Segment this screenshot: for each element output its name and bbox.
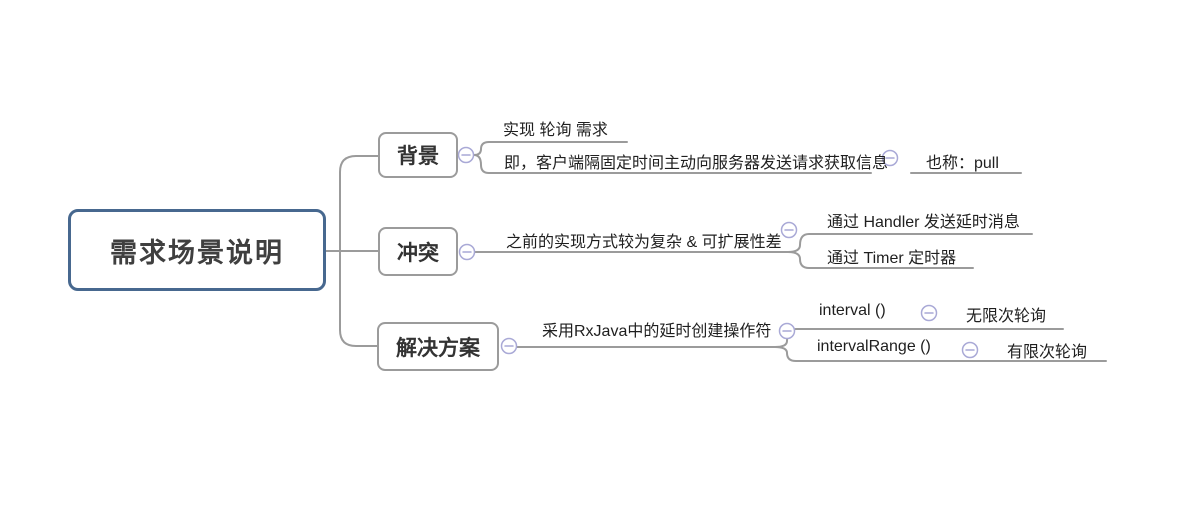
subtopic-limited-polling[interactable]: 有限次轮询 bbox=[1007, 344, 1088, 361]
subtopic-timer[interactable]: 通过 Timer 定时器 bbox=[827, 250, 957, 267]
connector-timer-underline bbox=[787, 251, 974, 269]
topic-solution[interactable]: 解决方案 bbox=[377, 322, 499, 371]
collapse-icon[interactable] bbox=[780, 221, 798, 239]
subtopic-handler-delay-message[interactable]: 通过 Handler 发送延时消息 bbox=[827, 214, 1020, 231]
subtopic-rxjava-delay-operator[interactable]: 采用RxJava中的延时创建操作符 bbox=[542, 323, 772, 340]
subtopic-previous-implementation[interactable]: 之前的实现方式较为复杂 & 可扩展性差 bbox=[506, 234, 782, 251]
connector-trunk-to-background bbox=[339, 155, 379, 252]
connector-background-child-1 bbox=[473, 141, 628, 156]
connector-intervalrange-underline bbox=[774, 346, 1107, 362]
collapse-icon[interactable] bbox=[881, 149, 899, 167]
subtopic-unlimited-polling[interactable]: 无限次轮询 bbox=[966, 308, 1047, 325]
topic-background[interactable]: 背景 bbox=[378, 132, 458, 178]
subtopic-interval[interactable]: interval () bbox=[819, 302, 886, 319]
subtopic-also-called-pull[interactable]: 也称：pull bbox=[926, 155, 999, 172]
connector-handler-underline bbox=[787, 233, 1033, 253]
subtopic-polling-requirement[interactable]: 实现 轮询 需求 bbox=[503, 122, 608, 139]
connector-background-child-2 bbox=[473, 154, 872, 174]
root-topic[interactable]: 需求场景说明 bbox=[68, 209, 326, 291]
connector-trunk-to-solution bbox=[339, 250, 378, 347]
collapse-icon[interactable] bbox=[458, 243, 476, 261]
topic-conflict[interactable]: 冲突 bbox=[378, 227, 458, 276]
collapse-icon[interactable] bbox=[778, 322, 796, 340]
collapse-icon[interactable] bbox=[457, 146, 475, 164]
collapse-icon[interactable] bbox=[920, 304, 938, 322]
collapse-icon[interactable] bbox=[500, 337, 518, 355]
subtopic-interval-range[interactable]: intervalRange () bbox=[817, 338, 931, 355]
subtopic-polling-definition[interactable]: 即，客户端隔固定时间主动向服务器发送请求获取信息 bbox=[504, 155, 889, 172]
collapse-icon[interactable] bbox=[961, 341, 979, 359]
